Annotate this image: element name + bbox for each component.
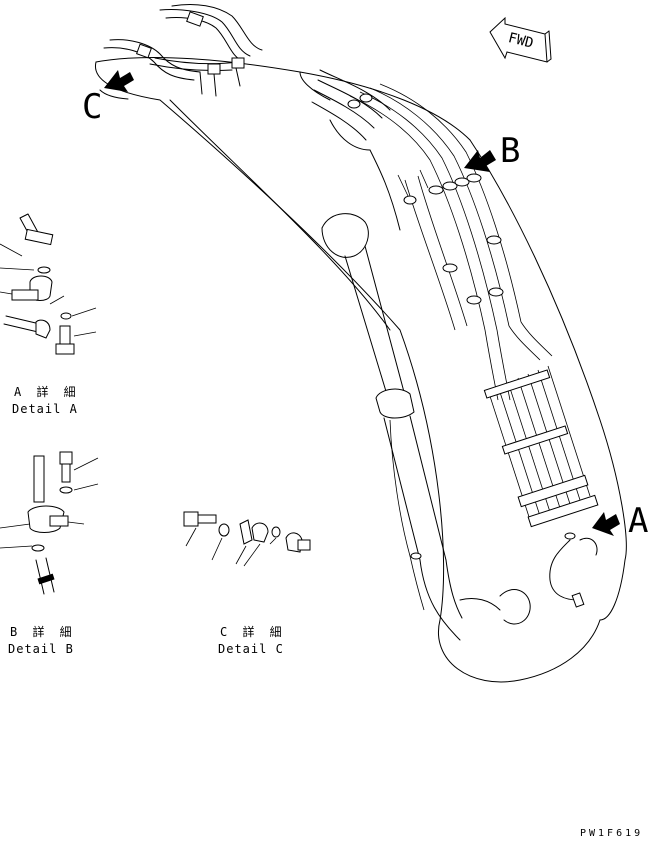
- callout-label-c: C: [82, 87, 102, 127]
- callout-label-a: A: [628, 501, 648, 541]
- fwd-arrow: FWD: [489, 16, 552, 63]
- callout-arrow-a: [592, 512, 620, 536]
- top-piping-cluster: [103, 3, 263, 97]
- detail-b-view: [0, 451, 99, 595]
- callout-arrow-c: [104, 70, 134, 92]
- detail-a-title-jp: A 詳 細: [14, 384, 80, 399]
- detail-b-title-en: Detail B: [8, 642, 74, 656]
- fwd-label: FWD: [507, 30, 535, 52]
- detail-c-title-en: Detail C: [218, 642, 284, 656]
- boom-cylinder: [321, 213, 463, 641]
- detail-c-title-jp: C 詳 細: [220, 624, 286, 639]
- detail-a-view: [0, 213, 97, 355]
- hose-bundle-a: [483, 365, 599, 608]
- callout-label-b: B: [500, 131, 520, 171]
- detail-a-title-en: Detail A: [12, 402, 78, 416]
- drawing-code: PW1F619: [580, 828, 643, 839]
- detail-b-title-jp: B 詳 細: [10, 624, 76, 639]
- callout-arrow-b: [464, 150, 496, 172]
- detail-c-view: [183, 511, 311, 567]
- boom-outline: [94, 56, 627, 683]
- boom-pipe-bundle: [311, 69, 553, 401]
